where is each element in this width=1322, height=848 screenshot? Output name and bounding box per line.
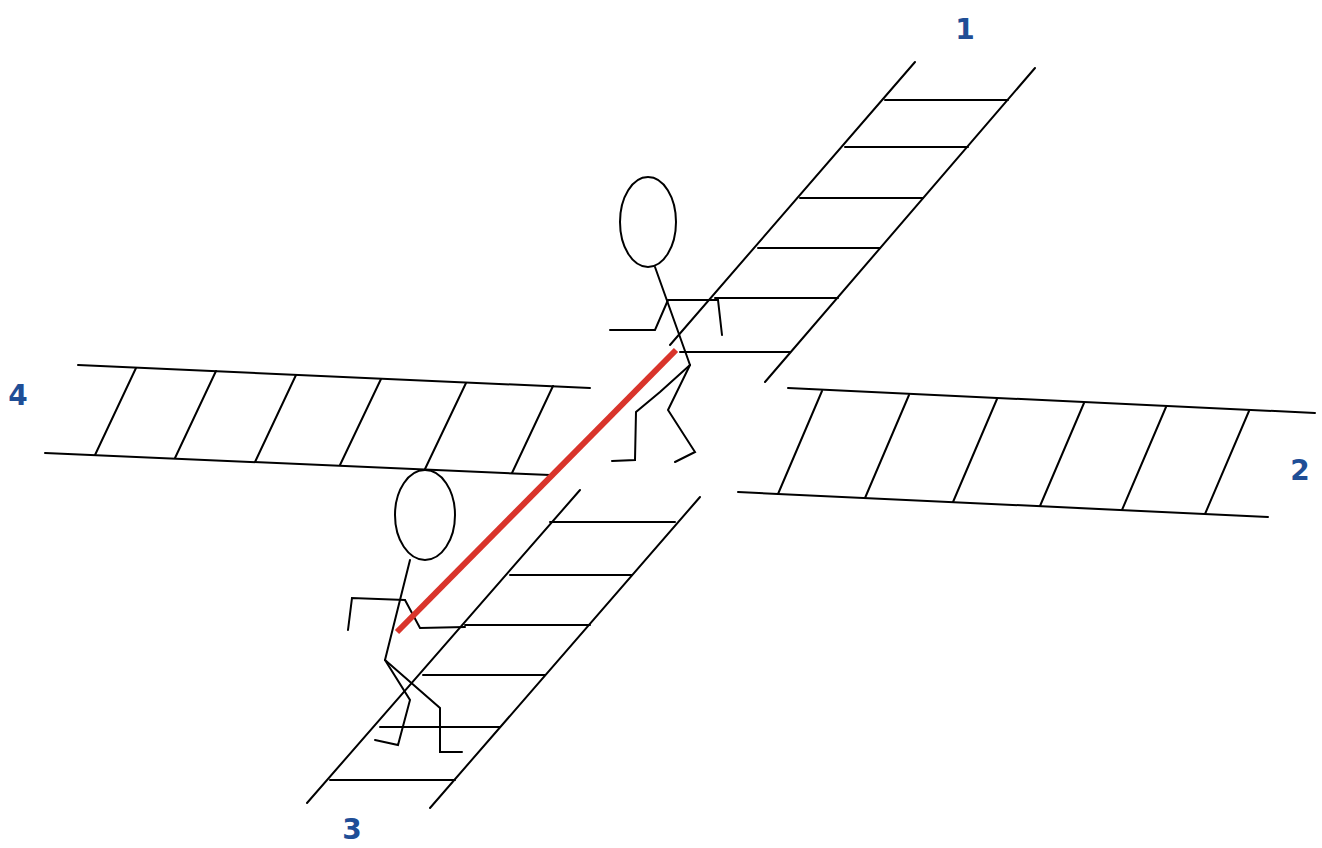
stick-figure	[610, 177, 722, 462]
callout-number: 4	[8, 382, 27, 410]
stick-figure	[348, 470, 465, 752]
callout-number: 3	[342, 816, 361, 844]
distance-line	[397, 350, 676, 632]
crosswalk	[45, 365, 590, 475]
crosswalk	[738, 388, 1315, 517]
crosswalk	[307, 490, 700, 808]
crosswalk	[670, 62, 1035, 382]
callout-number: 1	[955, 16, 974, 44]
callout-number: 2	[1290, 457, 1309, 485]
